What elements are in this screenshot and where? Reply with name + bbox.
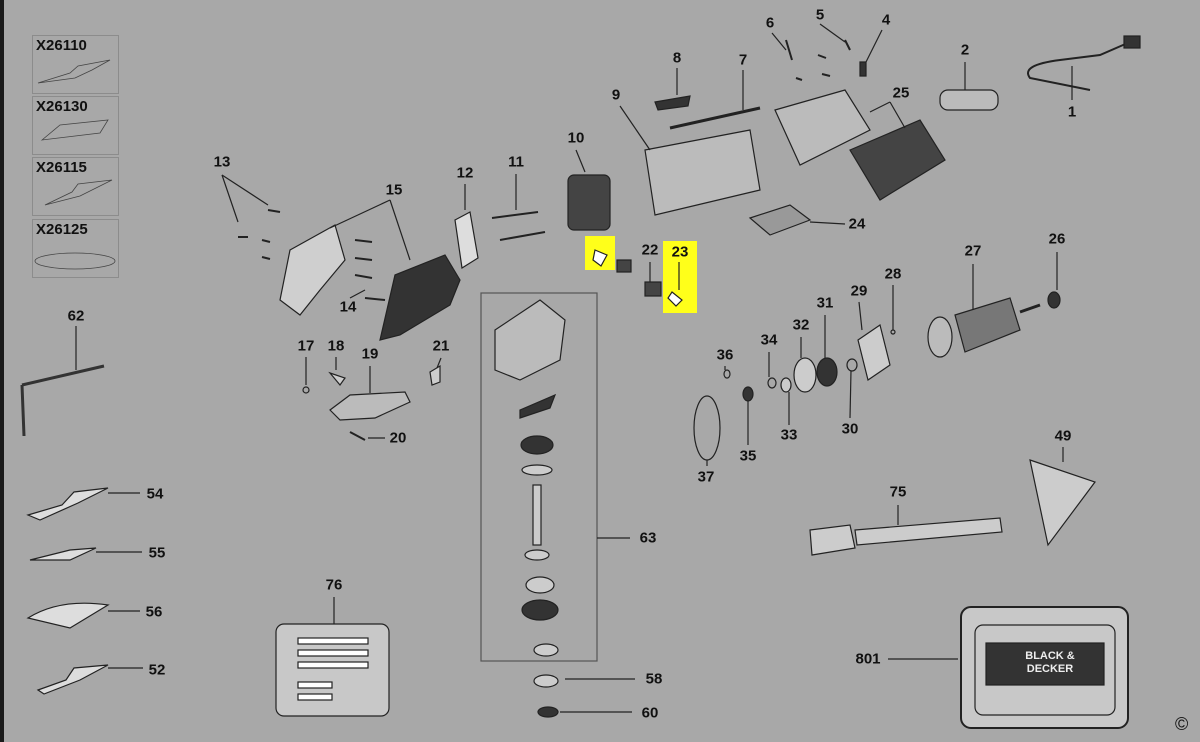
plate-part-12 [454, 211, 479, 269]
part-label-52[interactable]: 52 [148, 661, 166, 679]
part-label-31[interactable]: 31 [816, 294, 834, 312]
accessory-code: X26130 [36, 98, 88, 115]
part-label-22[interactable]: 22 [641, 241, 659, 259]
part-label-26[interactable]: 26 [1048, 230, 1066, 248]
part-label-21[interactable]: 21 [432, 337, 450, 355]
rear-housing-part-25 [774, 89, 871, 166]
cord-part-1 [1027, 41, 1131, 91]
part-label-9[interactable]: 9 [611, 86, 621, 104]
part-label-1[interactable]: 1 [1067, 103, 1077, 121]
accessory-code: X26110 [36, 37, 87, 54]
part-label-27[interactable]: 27 [964, 242, 982, 260]
part-label-75[interactable]: 75 [889, 483, 907, 501]
accessory-X26130[interactable]: X26130 [32, 96, 119, 155]
part-label-34[interactable]: 34 [760, 331, 778, 349]
part-label-12[interactable]: 12 [456, 164, 474, 182]
part-label-60[interactable]: 60 [641, 704, 659, 722]
screws [238, 209, 546, 301]
hex-key-part-62 [20, 364, 105, 437]
part-label-62[interactable]: 62 [67, 307, 85, 325]
part-label-23[interactable]: 23 [671, 243, 689, 261]
part-label-56[interactable]: 56 [145, 603, 163, 621]
part-label-14[interactable]: 14 [339, 298, 357, 316]
part-label-35[interactable]: 35 [739, 447, 757, 465]
armature-part-27 [927, 297, 1041, 358]
part-label-2[interactable]: 2 [960, 41, 970, 59]
part-label-4[interactable]: 4 [881, 11, 891, 29]
accessory-X26110[interactable]: X26110 [32, 35, 119, 94]
field-coil-part-10 [567, 174, 611, 231]
part-label-13[interactable]: 13 [213, 153, 231, 171]
part-label-76[interactable]: 76 [325, 576, 343, 594]
board-part-24 [748, 204, 812, 236]
part-label-17[interactable]: 17 [297, 337, 315, 355]
part-label-6[interactable]: 6 [765, 14, 775, 32]
grip-part-2 [939, 89, 999, 111]
part-label-55[interactable]: 55 [148, 544, 166, 562]
part-label-29[interactable]: 29 [850, 282, 868, 300]
part-label-10[interactable]: 10 [567, 129, 585, 147]
shaft-assembly-frame-63 [480, 292, 598, 662]
rod-part-7 [669, 106, 761, 130]
lever-part-19 [329, 391, 411, 421]
part-label-58[interactable]: 58 [645, 670, 663, 688]
accessory-X26115[interactable]: X26115 [32, 157, 119, 216]
part-label-8[interactable]: 8 [672, 49, 682, 67]
extraction-tube-part-75 [809, 517, 1003, 556]
part-label-49[interactable]: 49 [1054, 427, 1072, 445]
motor-housing-part-9 [644, 129, 761, 216]
blades [26, 487, 110, 695]
clip-part-4 [859, 61, 867, 77]
part-label-28[interactable]: 28 [884, 265, 902, 283]
part-label-19[interactable]: 19 [361, 345, 379, 363]
accessory-code: X26125 [36, 221, 88, 238]
part-label-63[interactable]: 63 [639, 529, 657, 547]
part-label-24[interactable]: 24 [848, 215, 866, 233]
part-label-18[interactable]: 18 [327, 337, 345, 355]
housing-left-15 [279, 224, 461, 341]
shaft-assembly-parts [494, 299, 566, 718]
part-label-30[interactable]: 30 [841, 420, 859, 438]
plate-part-29 [857, 324, 891, 381]
part-label-801[interactable]: 801 [855, 650, 881, 668]
accessory-code: X26115 [36, 159, 87, 176]
label-part-76 [275, 623, 390, 717]
part-label-25[interactable]: 25 [892, 84, 910, 102]
part-label-32[interactable]: 32 [792, 316, 810, 334]
copyright-symbol: © [1175, 714, 1189, 734]
accessory-blade-sketches [34, 59, 116, 270]
brush-holder-part [616, 259, 632, 273]
part-label-15[interactable]: 15 [385, 181, 403, 199]
part-label-20[interactable]: 20 [389, 429, 407, 447]
accessory-X26125[interactable]: X26125 [32, 219, 119, 278]
case-brand-logo: BLACK & DECKER [1025, 650, 1075, 675]
part-label-36[interactable]: 36 [716, 346, 734, 364]
switch-part-8 [654, 95, 691, 111]
part-label-37[interactable]: 37 [697, 468, 715, 486]
sanding-pad-part-49 [1029, 459, 1096, 547]
part-label-5[interactable]: 5 [815, 6, 825, 24]
part-label-11[interactable]: 11 [508, 153, 524, 171]
part-label-7[interactable]: 7 [738, 51, 748, 69]
part-label-33[interactable]: 33 [780, 426, 798, 444]
part-label-54[interactable]: 54 [146, 485, 164, 503]
left-border [0, 0, 4, 742]
